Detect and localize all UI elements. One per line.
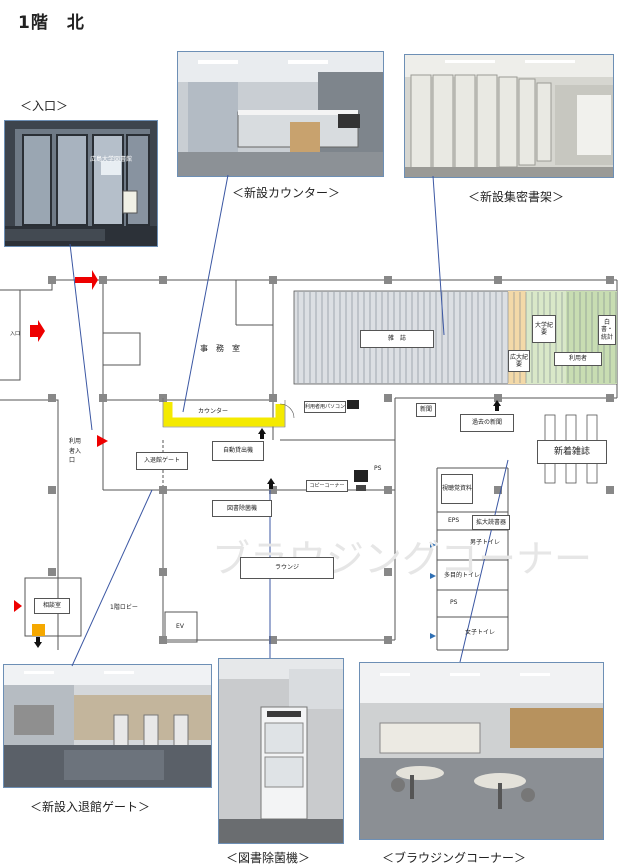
caption-stacks: ＜新設集密書架＞ xyxy=(468,190,565,204)
label-reading-room: 視聴覚資料 xyxy=(441,474,473,504)
pillar xyxy=(159,276,167,284)
label-white-paper: 白書・統計 xyxy=(598,315,616,345)
pillar xyxy=(269,394,277,402)
label-hiroshima: 広大紀要 xyxy=(508,350,530,372)
pillar xyxy=(384,394,392,402)
pillar xyxy=(99,276,107,284)
label-self-checkout: 自動貸出機 xyxy=(212,441,264,461)
pillar xyxy=(99,394,107,402)
caption-entrance: ＜入口＞ xyxy=(20,99,69,113)
label-university: 大学紀要 xyxy=(532,315,556,343)
pillar xyxy=(269,636,277,644)
label-user-room: 利用者 xyxy=(554,352,602,366)
pillar xyxy=(494,276,502,284)
pillar xyxy=(606,486,614,494)
room-office: 事 務 室 xyxy=(200,344,240,353)
label-sterilizer-map: 図書除菌機 xyxy=(212,500,272,517)
label-side-entrance: 入口 xyxy=(10,331,21,337)
caption-sterilizer: ＜図書除菌機＞ xyxy=(226,851,311,865)
pillar xyxy=(48,568,56,576)
label-magazines: 雑 誌 xyxy=(360,330,434,348)
pillar xyxy=(606,394,614,402)
photo-browsing xyxy=(359,662,604,840)
label-lobby: 1階ロビー xyxy=(110,604,138,611)
pillar xyxy=(384,568,392,576)
label-browsing-big: 拡大読書器 xyxy=(472,515,510,530)
label-gate: 入退館ゲート xyxy=(136,452,188,470)
entrance-sign-text: 広島大学図書館 xyxy=(90,156,133,163)
photo-gate xyxy=(3,664,212,788)
pillar xyxy=(159,568,167,576)
label-ps-1: PS xyxy=(374,465,382,472)
caption-browsing: ＜ブラウジングコーナー＞ xyxy=(382,851,527,865)
pillar xyxy=(48,486,56,494)
pillar xyxy=(384,276,392,284)
pillar xyxy=(384,486,392,494)
label-eps: EPS xyxy=(448,517,460,524)
pillar xyxy=(159,486,167,494)
label-counter: カウンター xyxy=(198,408,229,415)
label-new-magazines: 新着雑誌 xyxy=(537,440,607,464)
pillar xyxy=(606,276,614,284)
label-staff-room: 相談室 xyxy=(34,598,70,614)
page-title: 1階 北 xyxy=(18,13,85,33)
pillar xyxy=(48,276,56,284)
label-newspapers: 過去の新聞 xyxy=(460,414,514,432)
caption-gate: ＜新設入退館ゲート＞ xyxy=(30,800,151,814)
label-ev: EV xyxy=(168,620,192,634)
pillar xyxy=(269,486,277,494)
pillar xyxy=(494,486,502,494)
label-toilet-f: 女子トイレ xyxy=(465,629,496,636)
label-toilet-m: 男子トイレ xyxy=(470,539,501,546)
photo-entrance: 広島大学図書館 xyxy=(4,120,158,247)
caption-counter: ＜新設カウンター＞ xyxy=(232,186,341,200)
label-lounge: ラウンジ xyxy=(240,557,334,579)
label-copy: コピーコーナー xyxy=(306,480,348,492)
pillar xyxy=(384,636,392,644)
label-newspaper: 新聞 xyxy=(416,403,436,417)
pillar xyxy=(159,636,167,644)
label-multi-toilet: 多目的トイレ xyxy=(444,572,481,579)
photo-counter xyxy=(177,51,384,177)
label-ps-2: PS xyxy=(450,599,458,606)
label-pc: 利用者用パソコン xyxy=(304,401,346,413)
pillar xyxy=(494,394,502,402)
photo-sterilizer xyxy=(218,658,344,844)
pillar xyxy=(269,276,277,284)
label-entrance-user: 利用者入口 xyxy=(69,438,82,465)
pillar xyxy=(48,394,56,402)
photo-stacks xyxy=(404,54,614,178)
